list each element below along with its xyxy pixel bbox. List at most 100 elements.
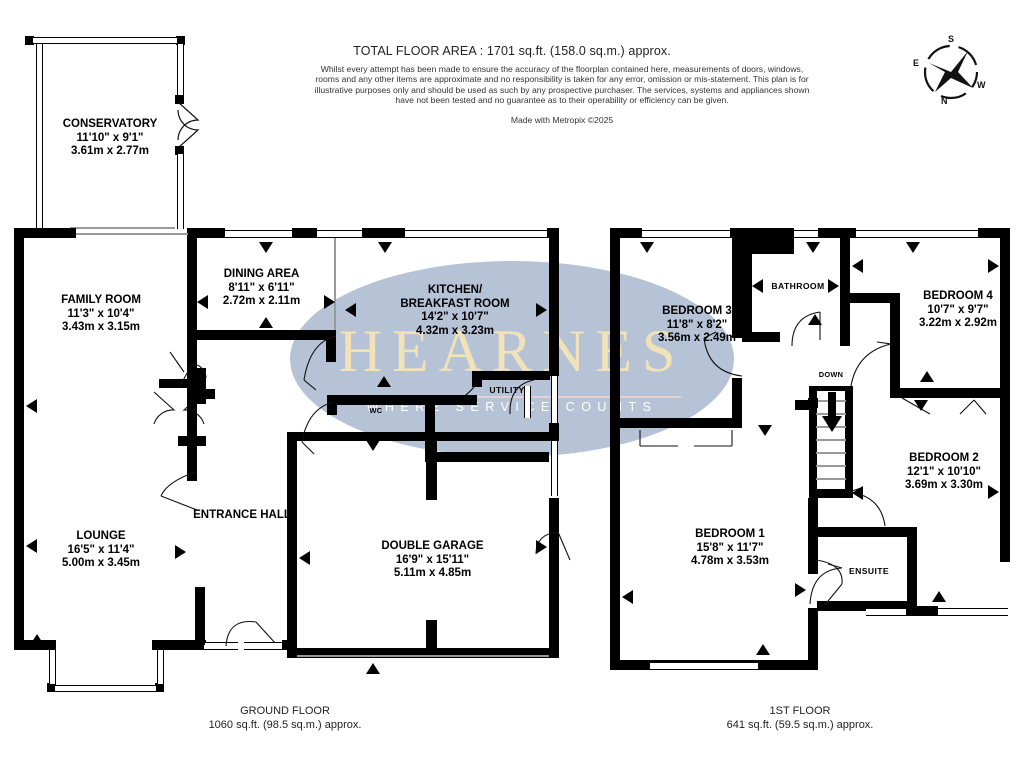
dining-area-imperial: 8'11" x 6'11": [228, 281, 295, 294]
ff-wall-top-c: [818, 228, 856, 238]
ff-window-ensuite-bottom-a: [866, 608, 906, 616]
conservatory-window-left: [36, 44, 43, 229]
first-floor-caption: 1ST FLOOR 641 sq.ft. (59.5 sq.m.) approx…: [665, 704, 935, 732]
total-floor-area-text: TOTAL FLOOR AREA : 1701 sq.ft. (158.0 sq…: [353, 44, 671, 58]
gf-window-kitchen-top-1: [317, 230, 362, 238]
gf-window-kitchen-top-2: [405, 230, 547, 238]
gf-wall-bottom-stub: [282, 640, 290, 650]
gf-bay-window-bottom: [55, 685, 156, 692]
stair-tread-4: [816, 439, 846, 441]
hall-to-kitchen-door-swing: [303, 335, 337, 391]
bedroom3-metric: 3.56m x 2.49m: [657, 332, 736, 344]
compass-label-left: E: [913, 58, 920, 68]
arrow-bathroom-right: [828, 279, 839, 293]
stairs-down-label: DOWN: [802, 368, 860, 382]
entrance-hall-label: ENTRANCE HALL: [186, 509, 298, 523]
arrow-bedroom4-left: [852, 259, 863, 273]
ensuite-name: ENSUITE: [848, 566, 890, 576]
made-with-text: Made with Metropix ©2025: [510, 115, 614, 125]
disclaimer-text: Whilst every attempt has been made to en…: [314, 64, 810, 106]
arrow-bedroom1-right: [795, 583, 806, 597]
utility-label: UTILITY: [452, 384, 562, 398]
gf-window-utility-right: [551, 376, 558, 423]
ff-wall-ensuite-right: [907, 527, 917, 611]
bedroom4-metric: 3.22m x 2.92m: [918, 317, 997, 329]
conservatory-post-tl: [25, 36, 34, 45]
conservatory-metric: 3.61m x 2.77m: [70, 145, 149, 157]
ff-wall-bedroom3-right-b: [732, 378, 742, 428]
compass-rose: S W N E: [913, 34, 987, 108]
gf-wall-bottom-hall: [152, 640, 200, 650]
lounge-name: LOUNGE: [76, 530, 126, 542]
ensuite-label: ENSUITE: [826, 565, 912, 579]
compass-icon: [923, 44, 979, 100]
arrow-garage-top: [366, 440, 380, 451]
conservatory-post-mid-lower: [175, 146, 184, 155]
gf-bay-window-left: [49, 650, 56, 684]
arrow-bedroom2-right: [988, 485, 999, 499]
bedroom3-label: BEDROOM 3 11'8" x 8'2" 3.56m x 2.49m: [618, 305, 776, 346]
utility-name: UTILITY: [489, 385, 525, 395]
ff-landing-wall-bottom: [809, 489, 853, 498]
compass-label-right: W: [977, 80, 986, 90]
utility-door-swing-2: [509, 379, 535, 414]
gf-wall-wc-left: [327, 395, 337, 415]
gf-wall-garage-top: [287, 432, 549, 441]
gf-wall-dining-bottom-stub: [326, 330, 336, 362]
gf-wall-top-b: [292, 228, 317, 238]
arrow-dining-left: [197, 295, 208, 309]
compass-label-top: S: [948, 34, 955, 44]
conservatory-sill: [70, 227, 175, 229]
gf-wall-top-a: [187, 228, 225, 238]
kitchen-name-line1: KITCHEN/: [427, 284, 483, 296]
ff-wall-bedroom3-right: [732, 228, 742, 338]
bedroom1-imperial: 15'8" x 11'7": [696, 541, 764, 554]
ff-wall-bedroom4-bottom: [890, 388, 1010, 398]
double-garage-label: DOUBLE GARAGE 16'9" x 15'11" 5.11m x 4.8…: [345, 540, 520, 581]
arrow-lounge-right: [175, 545, 186, 559]
arrow-dining-bottom: [259, 317, 273, 328]
family-room-name: FAMILY ROOM: [61, 294, 141, 306]
wc-door-swing: [301, 401, 335, 455]
bedroom3-wardrobe-doors: [639, 430, 733, 447]
bedroom4-door-swing: [850, 341, 892, 387]
gf-wall-right-garage: [549, 498, 559, 653]
gf-wall-top-c: [362, 228, 405, 238]
arrow-bedroom4-top: [906, 242, 920, 253]
gf-wall-utility-left: [472, 371, 482, 387]
arrow-lounge-left: [26, 539, 37, 553]
arrow-dining-right: [324, 295, 335, 309]
bathroom-label: BATHROOM: [752, 280, 844, 294]
conservatory-name: CONSERVATORY: [62, 118, 158, 130]
ff-stair-wall-right: [845, 386, 853, 496]
ff-window-ensuite-bottom-b: [938, 608, 1008, 616]
bedroom1-label: BEDROOM 1 15'8" x 11'7" 4.78m x 3.53m: [650, 528, 810, 569]
bedroom2-label: BEDROOM 2 12'1" x 10'10" 3.69m x 3.30m: [880, 452, 1008, 493]
arrow-bathroom-top: [806, 242, 820, 253]
bedroom1-metric: 4.78m x 3.53m: [690, 555, 769, 567]
gf-bay-post-r: [155, 683, 164, 692]
first-floor-name: 1ST FLOOR: [769, 705, 831, 717]
lounge-label: LOUNGE 16'5" x 11'4" 5.00m x 3.45m: [16, 530, 186, 571]
conservatory-window-right-lower: [177, 154, 184, 229]
conservatory-post-mid-upper: [175, 95, 184, 104]
gf-bay-window-right: [157, 650, 164, 684]
ff-wall-bedroom3-bottom: [610, 418, 742, 428]
gf-hall-closet-wall: [196, 368, 206, 404]
gf-window-entrance: [204, 642, 238, 650]
bedroom3-door-swing: [703, 331, 743, 377]
gf-wall-left-upper: [14, 228, 24, 398]
ensuite-door-swing: [815, 559, 843, 607]
hall-closet-door-swing: [179, 363, 207, 387]
ff-wall-bottom-right-stub: [906, 606, 938, 616]
ground-floor-caption: GROUND FLOOR 1060 sq.ft. (98.5 sq.m.) ap…: [150, 704, 420, 732]
double-garage-metric: 5.11m x 4.85m: [393, 567, 472, 579]
gf-hall-closet-wall-b: [159, 379, 197, 388]
arrow-landing-bedroom3: [758, 425, 772, 436]
bedroom4-name: BEDROOM 4: [923, 290, 993, 302]
gf-wall-lounge-right-lower: [195, 587, 205, 645]
gf-wall-bottom-right-hall: [196, 640, 206, 650]
double-garage-imperial: 16'9" x 15'11": [395, 553, 470, 566]
arrow-kitchen-bottom: [377, 376, 391, 387]
ff-wall-top-a: [610, 228, 642, 238]
